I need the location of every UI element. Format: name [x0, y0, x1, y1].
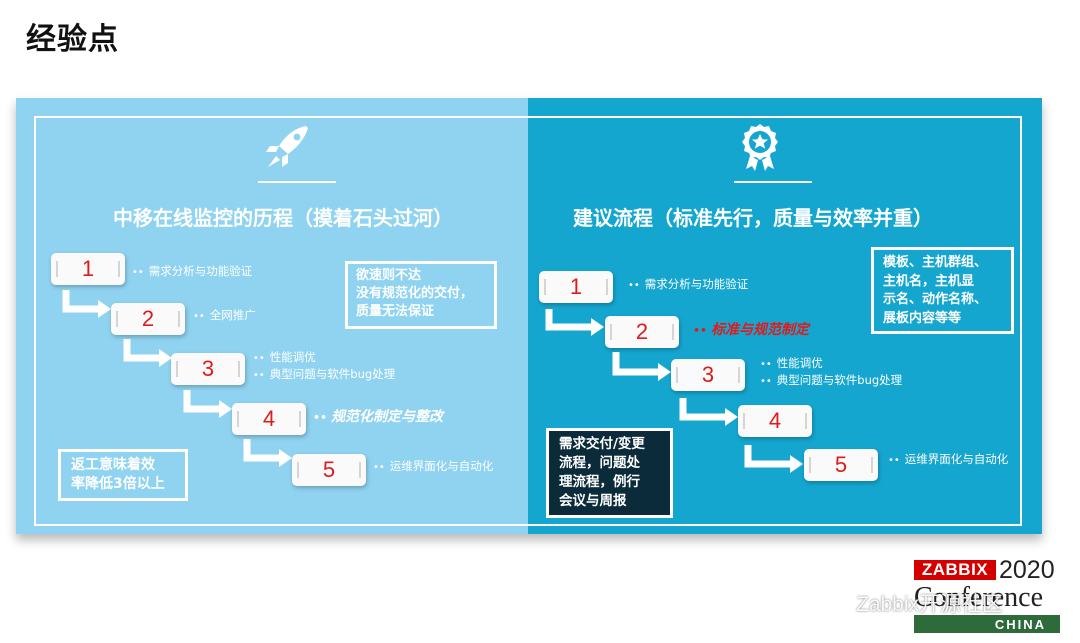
- left-box-warning: 欲速则不达 没有规范化的交付， 质量无法保证: [345, 261, 497, 329]
- logo-conference: Conference: [914, 582, 1044, 613]
- logo-year: 2020: [999, 556, 1055, 584]
- zabbix-conference-logo: ZABBIX 2020 Conference CHINA: [914, 556, 1064, 638]
- right-step-5: 5: [804, 449, 878, 481]
- page-title: 经验点: [26, 22, 119, 57]
- left-step-5-note: ••运维界面化与自动化: [373, 459, 494, 473]
- left-step-3: 3: [171, 353, 245, 385]
- right-step-5-note: ••运维界面化与自动化: [888, 452, 1009, 466]
- watermark-text: Zabbix开源社区: [856, 593, 1004, 616]
- right-step-1: 1: [539, 271, 613, 303]
- right-divider: [734, 181, 812, 183]
- rocket-icon: [266, 126, 308, 167]
- wechat-icon: [822, 592, 849, 613]
- left-step-2: 2: [111, 303, 185, 335]
- right-step-2: 2: [605, 316, 679, 348]
- watermark: Zabbix开源社区: [822, 588, 1003, 618]
- left-step-5: 5: [292, 454, 366, 486]
- left-step-1-note: ••需求分析与功能验证: [132, 264, 253, 278]
- award-badge-icon: [742, 124, 778, 171]
- right-heading: 建议流程（标准先行，质量与效率并重）: [573, 206, 933, 230]
- left-heading: 中移在线监控的历程（摸着石头过河）: [113, 206, 453, 230]
- left-step-4-key: ••规范化制定与整改: [313, 409, 444, 425]
- left-step-3-note-a: ••性能调优: [253, 350, 316, 364]
- right-box-process: 需求交付/变更 流程，问题处 理流程，例行 会议与周报: [546, 428, 673, 518]
- right-step-4: 4: [738, 405, 812, 437]
- right-step-2-key: ••标准与规范制定: [693, 322, 810, 338]
- right-step-1-note: ••需求分析与功能验证: [628, 277, 749, 291]
- right-step-3-note-b: ••典型问题与软件bug处理: [760, 373, 903, 387]
- left-box-rework: 返工意味着效 率降低3倍以上: [58, 449, 188, 501]
- right-step-3: 3: [671, 359, 745, 391]
- left-step-4: 4: [232, 403, 306, 435]
- left-step-1: 1: [51, 253, 125, 285]
- right-step-3-note-a: ••性能调优: [760, 356, 823, 370]
- left-divider: [258, 181, 336, 183]
- logo-brand: ZABBIX: [914, 560, 996, 580]
- left-step-2-note: ••全网推广: [193, 308, 256, 322]
- right-box-standards: 模板、主机群组、 主机名，主机显 示名、动作名称、 展板内容等等: [871, 247, 1014, 334]
- left-step-3-note-b: ••典型问题与软件bug处理: [253, 367, 396, 381]
- logo-region: CHINA: [914, 615, 1060, 633]
- panel-frame: [34, 116, 1022, 526]
